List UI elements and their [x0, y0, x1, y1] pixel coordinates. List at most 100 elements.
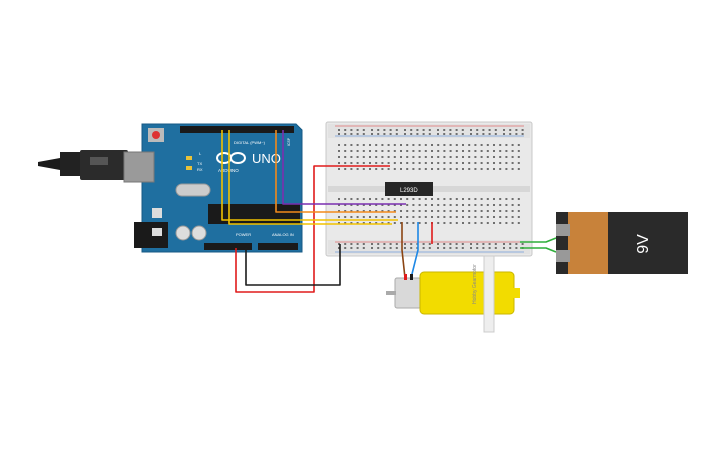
- breadboard-hole[interactable]: [393, 210, 396, 212]
- breadboard-hole[interactable]: [406, 168, 409, 170]
- breadboard-hole[interactable]: [338, 144, 340, 146]
- breadboard-hole[interactable]: [437, 216, 440, 218]
- breadboard-hole[interactable]: [443, 168, 446, 170]
- breadboard-hole[interactable]: [462, 168, 464, 170]
- breadboard-hole[interactable]: [404, 133, 406, 135]
- breadboard-hole[interactable]: [488, 129, 491, 131]
- breadboard-hole[interactable]: [362, 150, 365, 152]
- breadboard-hole[interactable]: [344, 156, 347, 158]
- breadboard-hole[interactable]: [455, 204, 458, 206]
- breadboard-hole[interactable]: [449, 133, 452, 135]
- breadboard-hole[interactable]: [362, 216, 365, 218]
- breadboard-hole[interactable]: [474, 210, 477, 212]
- breadboard-hole[interactable]: [480, 162, 483, 164]
- breadboard-hole[interactable]: [494, 247, 497, 249]
- breadboard-hole[interactable]: [350, 210, 353, 212]
- breadboard-hole[interactable]: [449, 210, 452, 212]
- breadboard-hole[interactable]: [424, 162, 427, 164]
- breadboard-hole[interactable]: [517, 198, 520, 200]
- breadboard-hole[interactable]: [356, 216, 359, 218]
- breadboard-hole[interactable]: [416, 129, 419, 131]
- breadboard-hole[interactable]: [509, 129, 512, 131]
- breadboard-hole[interactable]: [428, 129, 431, 131]
- breadboard-hole[interactable]: [486, 222, 489, 224]
- breadboard-hole[interactable]: [418, 198, 421, 200]
- breadboard-hole[interactable]: [428, 133, 431, 135]
- breadboard-hole[interactable]: [371, 133, 373, 135]
- breadboard-hole[interactable]: [350, 198, 353, 200]
- breadboard-hole[interactable]: [344, 210, 347, 212]
- breadboard-hole[interactable]: [356, 198, 359, 200]
- breadboard-hole[interactable]: [371, 243, 373, 245]
- breadboard-hole[interactable]: [375, 222, 378, 224]
- breadboard-hole[interactable]: [462, 162, 464, 164]
- breadboard-hole[interactable]: [476, 247, 479, 249]
- breadboard-hole[interactable]: [350, 168, 353, 170]
- breadboard-hole[interactable]: [350, 133, 353, 135]
- breadboard-hole[interactable]: [424, 168, 427, 170]
- breadboard-hole[interactable]: [387, 222, 390, 224]
- breadboard-hole[interactable]: [393, 150, 396, 152]
- breadboard-hole[interactable]: [449, 144, 452, 146]
- breadboard-hole[interactable]: [517, 204, 520, 206]
- breadboard-hole[interactable]: [431, 168, 433, 170]
- breadboard-hole[interactable]: [443, 156, 446, 158]
- breadboard-hole[interactable]: [505, 156, 508, 158]
- breadboard-hole[interactable]: [443, 243, 446, 245]
- breadboard-hole[interactable]: [375, 162, 378, 164]
- breadboard-hole[interactable]: [517, 144, 520, 146]
- breadboard-hole[interactable]: [375, 198, 378, 200]
- breadboard-hole[interactable]: [443, 150, 446, 152]
- breadboard-hole[interactable]: [437, 204, 440, 206]
- breadboard-hole[interactable]: [431, 210, 433, 212]
- breadboard-hole[interactable]: [406, 156, 409, 158]
- breadboard-hole[interactable]: [437, 168, 440, 170]
- breadboard-hole[interactable]: [356, 168, 359, 170]
- breadboard-hole[interactable]: [393, 168, 396, 170]
- breadboard-hole[interactable]: [424, 216, 427, 218]
- breadboard-hole[interactable]: [509, 243, 512, 245]
- breadboard-hole[interactable]: [381, 210, 384, 212]
- breadboard-hole[interactable]: [470, 243, 472, 245]
- breadboard-hole[interactable]: [404, 243, 406, 245]
- breadboard-hole[interactable]: [422, 247, 425, 249]
- breadboard-hole[interactable]: [350, 162, 353, 164]
- breadboard-hole[interactable]: [338, 150, 340, 152]
- breadboard-hole[interactable]: [486, 150, 489, 152]
- breadboard-hole[interactable]: [461, 133, 464, 135]
- wires[interactable]: [221, 130, 557, 293]
- breadboard-hole[interactable]: [468, 204, 471, 206]
- breadboard-hole[interactable]: [362, 162, 365, 164]
- breadboard-hole[interactable]: [515, 133, 518, 135]
- breadboard-hole[interactable]: [344, 144, 347, 146]
- breadboard-hole[interactable]: [493, 204, 495, 206]
- breadboard-hole[interactable]: [389, 243, 392, 245]
- breadboard-hole[interactable]: [381, 144, 384, 146]
- breadboard-hole[interactable]: [410, 247, 413, 249]
- breadboard-hole[interactable]: [389, 129, 392, 131]
- breadboard-hole[interactable]: [369, 210, 371, 212]
- breadboard-hole[interactable]: [389, 133, 392, 135]
- breadboard-hole[interactable]: [356, 222, 359, 224]
- breadboard-hole[interactable]: [338, 133, 340, 135]
- breadboard-hole[interactable]: [511, 144, 514, 146]
- breadboard-hole[interactable]: [468, 150, 471, 152]
- breadboard-hole[interactable]: [480, 198, 483, 200]
- breadboard-hole[interactable]: [395, 243, 398, 245]
- breadboard-hole[interactable]: [428, 243, 431, 245]
- breadboard-hole[interactable]: [400, 144, 402, 146]
- breadboard-hole[interactable]: [511, 156, 514, 158]
- breadboard-hole[interactable]: [499, 144, 502, 146]
- breadboard-hole[interactable]: [371, 247, 373, 249]
- breadboard-hole[interactable]: [474, 150, 477, 152]
- breadboard-hole[interactable]: [400, 210, 402, 212]
- breadboard-hole[interactable]: [511, 216, 514, 218]
- breadboard-hole[interactable]: [443, 204, 446, 206]
- breadboard-hole[interactable]: [400, 150, 402, 152]
- arduino-uno-board[interactable]: ARDUINO UNO DIGITAL (PWM~) POWER ANALOG …: [38, 123, 303, 253]
- breadboard-hole[interactable]: [350, 222, 353, 224]
- breadboard-hole[interactable]: [486, 156, 489, 158]
- breadboard-hole[interactable]: [404, 129, 406, 131]
- breadboard-hole[interactable]: [410, 129, 413, 131]
- breadboard-hole[interactable]: [437, 162, 440, 164]
